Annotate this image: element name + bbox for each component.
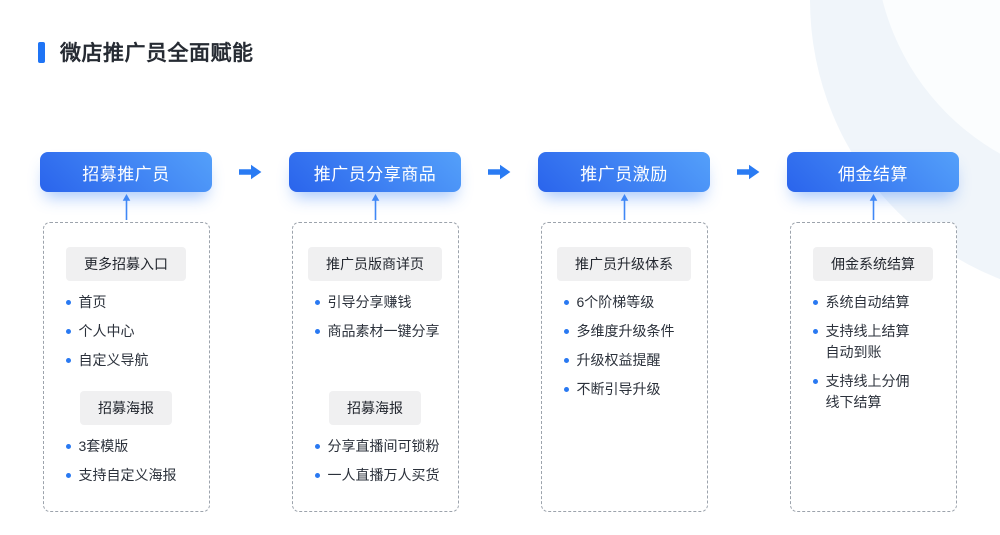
step-button-incentive[interactable]: 推广员激励 (538, 152, 710, 192)
list-item: 支持线上分佣 线下结算 (812, 371, 950, 413)
bullet-dot-icon (314, 473, 320, 478)
bullet-label: 升级权益提醒 (576, 352, 661, 368)
bullet-label: 3套模版 (78, 438, 129, 454)
bullet-list: 分享直播间可锁粉 一人直播万人买货 (297, 436, 454, 486)
step-button-share[interactable]: 推广员分享商品 (289, 152, 461, 192)
list-item: 引导分享赚钱 (314, 292, 452, 313)
bullet-dot-icon (314, 444, 320, 449)
list-item: 多维度升级条件 (563, 321, 701, 342)
detail-box-recruit: 更多招募入口 首页 个人中心 自定义导航 招募海报 3套模版 支持自定义海报 (42, 222, 210, 512)
bullet-label: 支持自定义海报 (78, 467, 177, 483)
list-item: 系统自动结算 (812, 292, 950, 313)
bullet-dot-icon (314, 300, 320, 305)
up-arrow-icon (370, 192, 381, 222)
bullet-dot-icon (563, 387, 569, 392)
detail-box-share: 推广员版商详页 引导分享赚钱 商品素材一键分享 招募海报 分享直播间可锁粉 一人… (291, 222, 459, 512)
list-item: 首页 (65, 292, 203, 313)
section-badge: 招募海报 (80, 391, 172, 425)
detail-section: 招募海报 分享直播间可锁粉 一人直播万人买货 (297, 391, 454, 486)
list-item: 商品素材一键分享 (314, 321, 452, 342)
list-item: 自定义导航 (65, 350, 203, 371)
list-item: 支持线上结算 自动到账 (812, 321, 950, 363)
bullet-label: 多维度升级条件 (576, 323, 675, 339)
page-title: 微店推广员全面赋能 (60, 42, 254, 65)
detail-section: 更多招募入口 首页 个人中心 自定义导航 (48, 247, 205, 391)
list-item: 3套模版 (65, 436, 203, 457)
bullet-dot-icon (65, 329, 71, 334)
list-item: 6个阶梯等级 (563, 292, 701, 313)
up-arrow-icon (619, 192, 630, 222)
bullet-label: 个人中心 (78, 323, 135, 339)
bullet-label: 不断引导升级 (576, 381, 661, 397)
bullet-label: 一人直播万人买货 (327, 467, 440, 483)
bullet-dot-icon (65, 358, 71, 363)
flow-connector (710, 152, 787, 192)
list-item: 个人中心 (65, 321, 203, 342)
bullet-label: 商品素材一键分享 (327, 323, 440, 339)
list-item: 分享直播间可锁粉 (314, 436, 452, 457)
page-header: 微店推广员全面赋能 (38, 37, 254, 67)
section-badge: 推广员版商详页 (308, 247, 442, 281)
flow-connector (212, 152, 289, 192)
up-arrow-icon (121, 192, 132, 222)
list-item: 一人直播万人买货 (314, 465, 452, 486)
list-item: 支持自定义海报 (65, 465, 203, 486)
flow-column-commission: 佣金结算 佣金系统结算 系统自动结算 支持线上结算 自动到账 支持线上分佣 线下… (787, 152, 959, 512)
flow-connector (461, 152, 538, 192)
detail-box-incentive: 推广员升级体系 6个阶梯等级 多维度升级条件 升级权益提醒 不断引导升级 (540, 222, 708, 512)
bullet-list: 首页 个人中心 自定义导航 (48, 292, 205, 371)
section-badge: 佣金系统结算 (813, 247, 933, 281)
step-button-recruit[interactable]: 招募推广员 (40, 152, 212, 192)
bullet-list: 3套模版 支持自定义海报 (48, 436, 205, 486)
bullet-list: 系统自动结算 支持线上结算 自动到账 支持线上分佣 线下结算 (795, 292, 952, 413)
bullet-dot-icon (812, 379, 818, 384)
bullet-label: 分享直播间可锁粉 (327, 438, 440, 454)
detail-section: 推广员版商详页 引导分享赚钱 商品素材一键分享 (297, 247, 454, 391)
bullet-dot-icon (812, 300, 818, 305)
bullet-dot-icon (65, 473, 71, 478)
section-badge: 推广员升级体系 (557, 247, 691, 281)
right-arrow-icon (239, 164, 262, 180)
right-arrow-icon (488, 164, 511, 180)
step-button-commission[interactable]: 佣金结算 (787, 152, 959, 192)
list-item: 不断引导升级 (563, 379, 701, 400)
bullet-dot-icon (812, 329, 818, 334)
section-badge: 招募海报 (329, 391, 421, 425)
flow-column-share: 推广员分享商品 推广员版商详页 引导分享赚钱 商品素材一键分享 招募海报 分享直… (289, 152, 461, 512)
title-accent-bar-icon (38, 41, 45, 63)
bullet-label: 支持线上结算 自动到账 (825, 323, 910, 360)
bullet-dot-icon (563, 358, 569, 363)
bullet-dot-icon (563, 329, 569, 334)
detail-section: 佣金系统结算 系统自动结算 支持线上结算 自动到账 支持线上分佣 线下结算 (795, 247, 952, 413)
bullet-label: 支持线上分佣 线下结算 (825, 373, 910, 410)
bullet-list: 引导分享赚钱 商品素材一键分享 (297, 292, 454, 342)
bullet-label: 系统自动结算 (825, 294, 910, 310)
bullet-label: 6个阶梯等级 (576, 294, 655, 310)
right-arrow-icon (737, 164, 760, 180)
bullet-dot-icon (65, 300, 71, 305)
section-badge: 更多招募入口 (66, 247, 186, 281)
up-arrow-icon (868, 192, 879, 222)
bullet-dot-icon (314, 329, 320, 334)
bullet-label: 引导分享赚钱 (327, 294, 412, 310)
detail-section: 招募海报 3套模版 支持自定义海报 (48, 391, 205, 486)
list-item: 升级权益提醒 (563, 350, 701, 371)
flow-column-recruit: 招募推广员 更多招募入口 首页 个人中心 自定义导航 招募海报 3套模版 (40, 152, 212, 512)
bullet-label: 自定义导航 (78, 352, 149, 368)
bullet-list: 6个阶梯等级 多维度升级条件 升级权益提醒 不断引导升级 (546, 292, 703, 400)
bullet-label: 首页 (78, 294, 107, 310)
flow-column-incentive: 推广员激励 推广员升级体系 6个阶梯等级 多维度升级条件 升级权益提醒 不断引导… (538, 152, 710, 512)
detail-section: 推广员升级体系 6个阶梯等级 多维度升级条件 升级权益提醒 不断引导升级 (546, 247, 703, 400)
bullet-dot-icon (65, 444, 71, 449)
detail-box-commission: 佣金系统结算 系统自动结算 支持线上结算 自动到账 支持线上分佣 线下结算 (789, 222, 957, 512)
flow-diagram: 招募推广员 更多招募入口 首页 个人中心 自定义导航 招募海报 3套模版 (40, 152, 959, 512)
bullet-dot-icon (563, 300, 569, 305)
